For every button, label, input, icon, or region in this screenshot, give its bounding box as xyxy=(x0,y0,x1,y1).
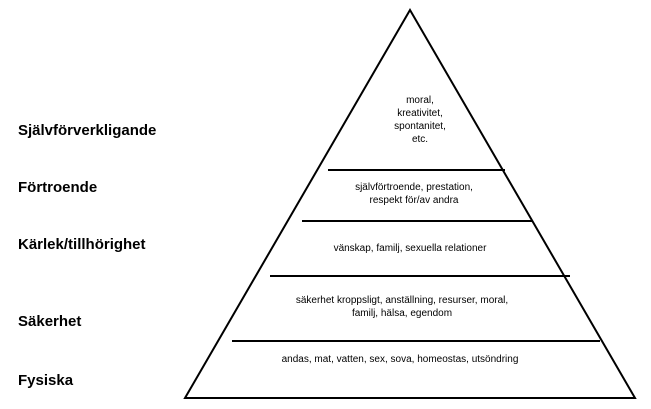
pyramid-outline xyxy=(183,8,637,399)
level-content-esteem: självförtroende, prestation, respekt för… xyxy=(355,182,473,206)
content-line: familj, hälsa, egendom xyxy=(352,308,452,319)
content-line: moral, xyxy=(406,95,434,106)
content-line: etc. xyxy=(412,134,428,145)
content-line: kreativitet, xyxy=(397,108,443,119)
level-label-safety: Säkerhet xyxy=(18,313,81,330)
level-label-love-belonging: Kärlek/tillhörighet xyxy=(18,236,146,253)
level-content-physiological: andas, mat, vatten, sex, sova, homeostas… xyxy=(282,354,519,365)
level-content-love-belonging: vänskap, familj, sexuella relationer xyxy=(334,243,488,254)
level-content-safety: säkerhet kroppsligt, anställning, resurs… xyxy=(296,295,508,319)
content-line: respekt för/av andra xyxy=(370,195,459,206)
level-label-self-actualization: Självförverkligande xyxy=(18,122,156,139)
content-line: vänskap, familj, sexuella relationer xyxy=(334,243,488,254)
level-label-esteem: Förtroende xyxy=(18,179,97,196)
content-line: självförtroende, prestation, xyxy=(355,182,473,193)
level-label-physiological: Fysiska xyxy=(18,372,74,389)
content-line: säkerhet kroppsligt, anställning, resurs… xyxy=(296,295,508,306)
content-line: spontanitet, xyxy=(394,121,446,132)
level-content-self-actualization: moral, kreativitet, spontanitet, etc. xyxy=(394,95,446,145)
content-line: andas, mat, vatten, sex, sova, homeostas… xyxy=(282,354,519,365)
